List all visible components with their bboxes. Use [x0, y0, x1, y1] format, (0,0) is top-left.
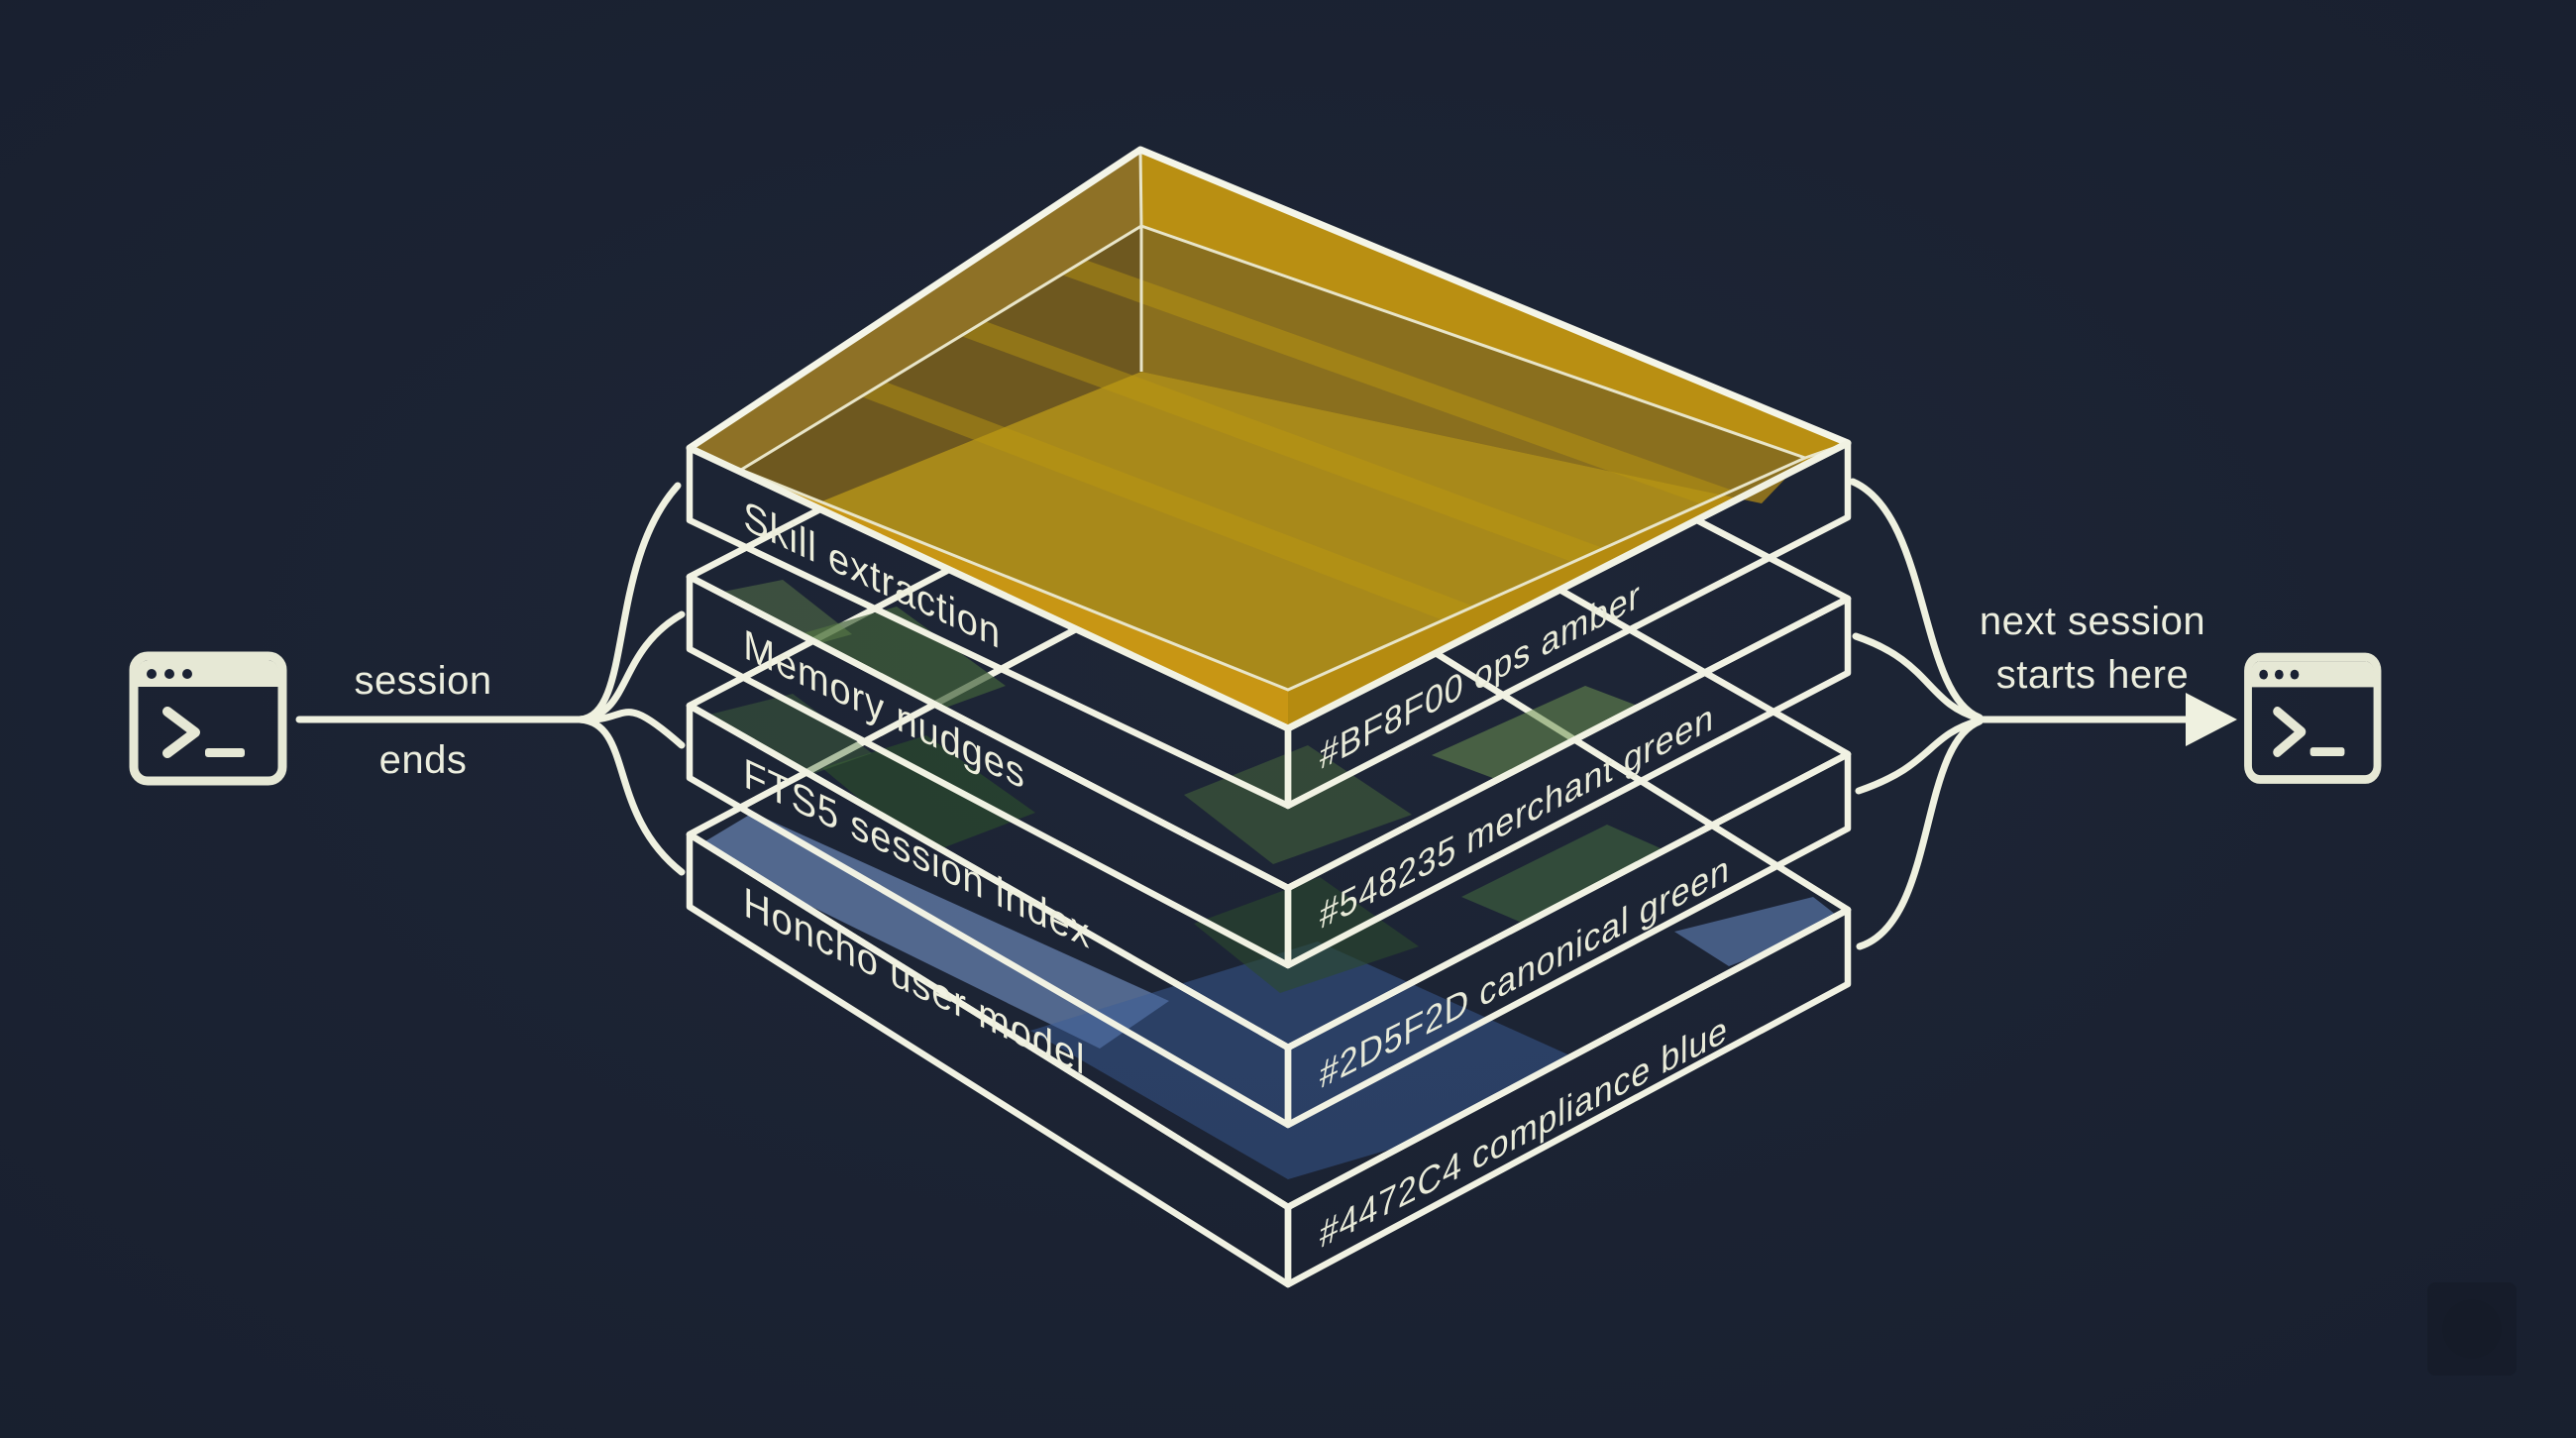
connector-left-memory [576, 610, 686, 723]
terminal-titlebar [2251, 661, 2375, 688]
connector-right-honcho [1856, 718, 1984, 950]
arrowhead-icon [2186, 693, 2237, 746]
connector-left-fts5 [576, 709, 686, 749]
amber-tray-floor [788, 372, 1762, 690]
connector-right-fts5 [1855, 717, 1984, 795]
watermark [2427, 1282, 2517, 1376]
merchant-right-face [1284, 595, 1852, 969]
left-flow: session ends [129, 482, 686, 876]
window-dot-icon [147, 669, 157, 679]
amber-inner-wall-right [1141, 226, 1805, 503]
canonical-right-face [1284, 750, 1852, 1129]
window-dot-icon [2259, 669, 2269, 680]
next-session-label: next session [1980, 600, 2205, 643]
amber-rim-back-left [690, 150, 1141, 470]
prompt-underscore-icon [205, 748, 245, 757]
canonical-top-texture [694, 694, 1696, 993]
prompt-chevron-icon [2273, 706, 2307, 757]
terminal-window-icon [2244, 652, 2382, 784]
connector-left-honcho [576, 716, 686, 876]
window-dot-icon [164, 669, 174, 679]
right-flow: next session starts here [1849, 478, 2382, 950]
connector-right-skill [1849, 478, 1984, 721]
terminal-window-icon [129, 651, 287, 786]
window-dot-icon [2290, 669, 2300, 680]
amber-inner-rim-edge [739, 224, 1807, 692]
connector-right-memory [1852, 632, 1984, 722]
blue-right-face [1284, 906, 1852, 1288]
prompt-chevron-icon [162, 707, 200, 758]
prompt-underscore-icon [2309, 747, 2345, 756]
connector-left-skill [576, 482, 682, 723]
starts-here-label: starts here [1996, 653, 2189, 697]
amber-rim-seam-back [1138, 149, 1143, 227]
amber-floor-streaks [861, 260, 1733, 620]
window-dot-icon [182, 669, 192, 679]
terminal-titlebar [138, 660, 278, 687]
session-label: session [354, 659, 491, 703]
amber-right-face [1284, 439, 1852, 810]
ends-label: ends [379, 738, 468, 782]
window-dot-icon [2274, 669, 2284, 680]
